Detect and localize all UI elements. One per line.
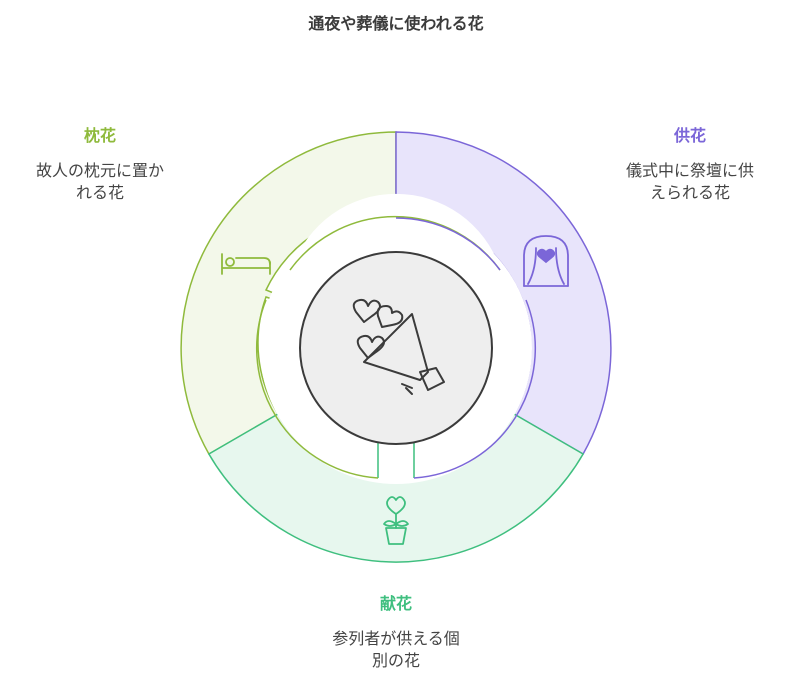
label-bottom: 献花 参列者が供える個 別の花 <box>296 590 496 672</box>
bed-icon <box>221 253 271 275</box>
heading-left: 枕花 <box>83 126 116 145</box>
heading-right: 供花 <box>673 126 706 145</box>
desc-right-line1: 儀式中に祭壇に供 <box>625 161 754 180</box>
desc-bottom-line2: 別の花 <box>371 651 420 670</box>
label-right: 供花 儀式中に祭壇に供 えられる花 <box>600 122 780 204</box>
label-left: 枕花 故人の枕元に置か れる花 <box>10 122 190 204</box>
desc-left-line2: れる花 <box>75 183 124 202</box>
potted-flower-icon <box>383 496 409 545</box>
altar-icon <box>523 235 569 287</box>
bouquet-icon <box>352 298 445 395</box>
diagram-title: 通夜や葬儀に使われる花 <box>308 14 484 33</box>
desc-right-line2: えられる花 <box>649 183 730 202</box>
desc-bottom-line1: 参列者が供える個 <box>332 629 460 648</box>
desc-left-line1: 故人の枕元に置か <box>35 161 164 180</box>
center-circle <box>299 251 493 445</box>
heading-bottom: 献花 <box>379 594 412 613</box>
